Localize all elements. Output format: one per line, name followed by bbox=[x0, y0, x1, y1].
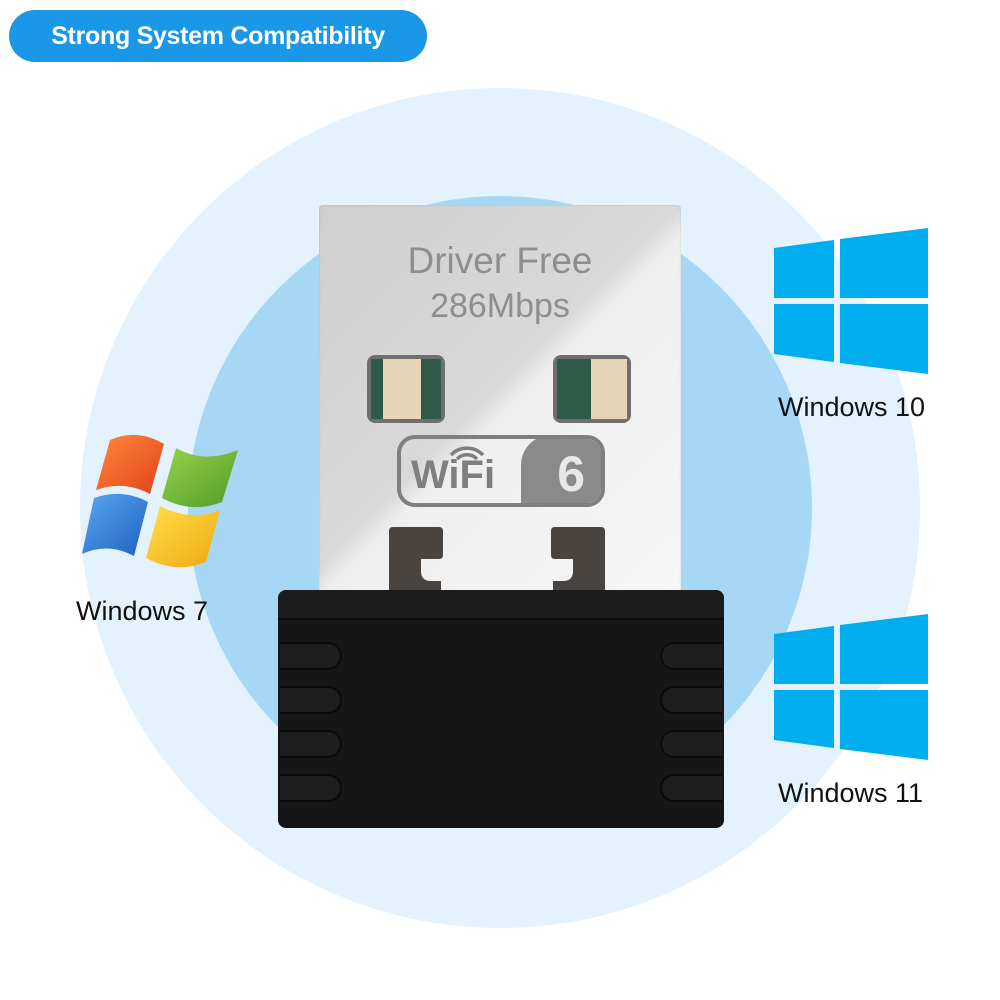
os-label-windows-10: Windows 10 bbox=[778, 392, 926, 422]
wifi6-number-bg bbox=[521, 439, 601, 503]
grip-ridge bbox=[660, 686, 722, 714]
wifi-logo-text: WiFi bbox=[411, 453, 496, 497]
grip-ridge bbox=[660, 642, 722, 670]
compatibility-badge: Strong System Compatibility bbox=[9, 10, 427, 62]
windows-7-logo-icon bbox=[82, 434, 238, 568]
usb-tab-left bbox=[389, 527, 443, 595]
wifi6-logo: WiFi 6 bbox=[397, 435, 605, 507]
usb-adapter-body bbox=[278, 590, 724, 828]
speed-label: 286Mbps bbox=[430, 287, 570, 325]
windows-10-logo-icon bbox=[774, 228, 928, 374]
grip-ridge bbox=[280, 730, 342, 758]
wifi6-number: 6 bbox=[557, 446, 585, 502]
os-label-windows-11: Windows 11 bbox=[778, 778, 924, 808]
grip-ridge bbox=[280, 642, 342, 670]
usb-tab-right bbox=[551, 527, 605, 595]
grip-ridge bbox=[280, 774, 342, 802]
os-label-windows-7: Windows 7 bbox=[76, 596, 209, 626]
windows-11-logo-icon bbox=[774, 614, 928, 760]
usb-body-lip bbox=[278, 590, 724, 620]
grip-ridge bbox=[660, 730, 722, 758]
grip-ridge bbox=[280, 686, 342, 714]
grip-ridge bbox=[660, 774, 722, 802]
wifi-signal-icon bbox=[449, 446, 485, 465]
usb-connector: Driver Free 286Mbps WiFi 6 bbox=[319, 205, 681, 600]
usb-contact-right bbox=[553, 355, 631, 423]
usb-contact-left bbox=[367, 355, 445, 423]
driver-free-label: Driver Free bbox=[407, 240, 593, 281]
